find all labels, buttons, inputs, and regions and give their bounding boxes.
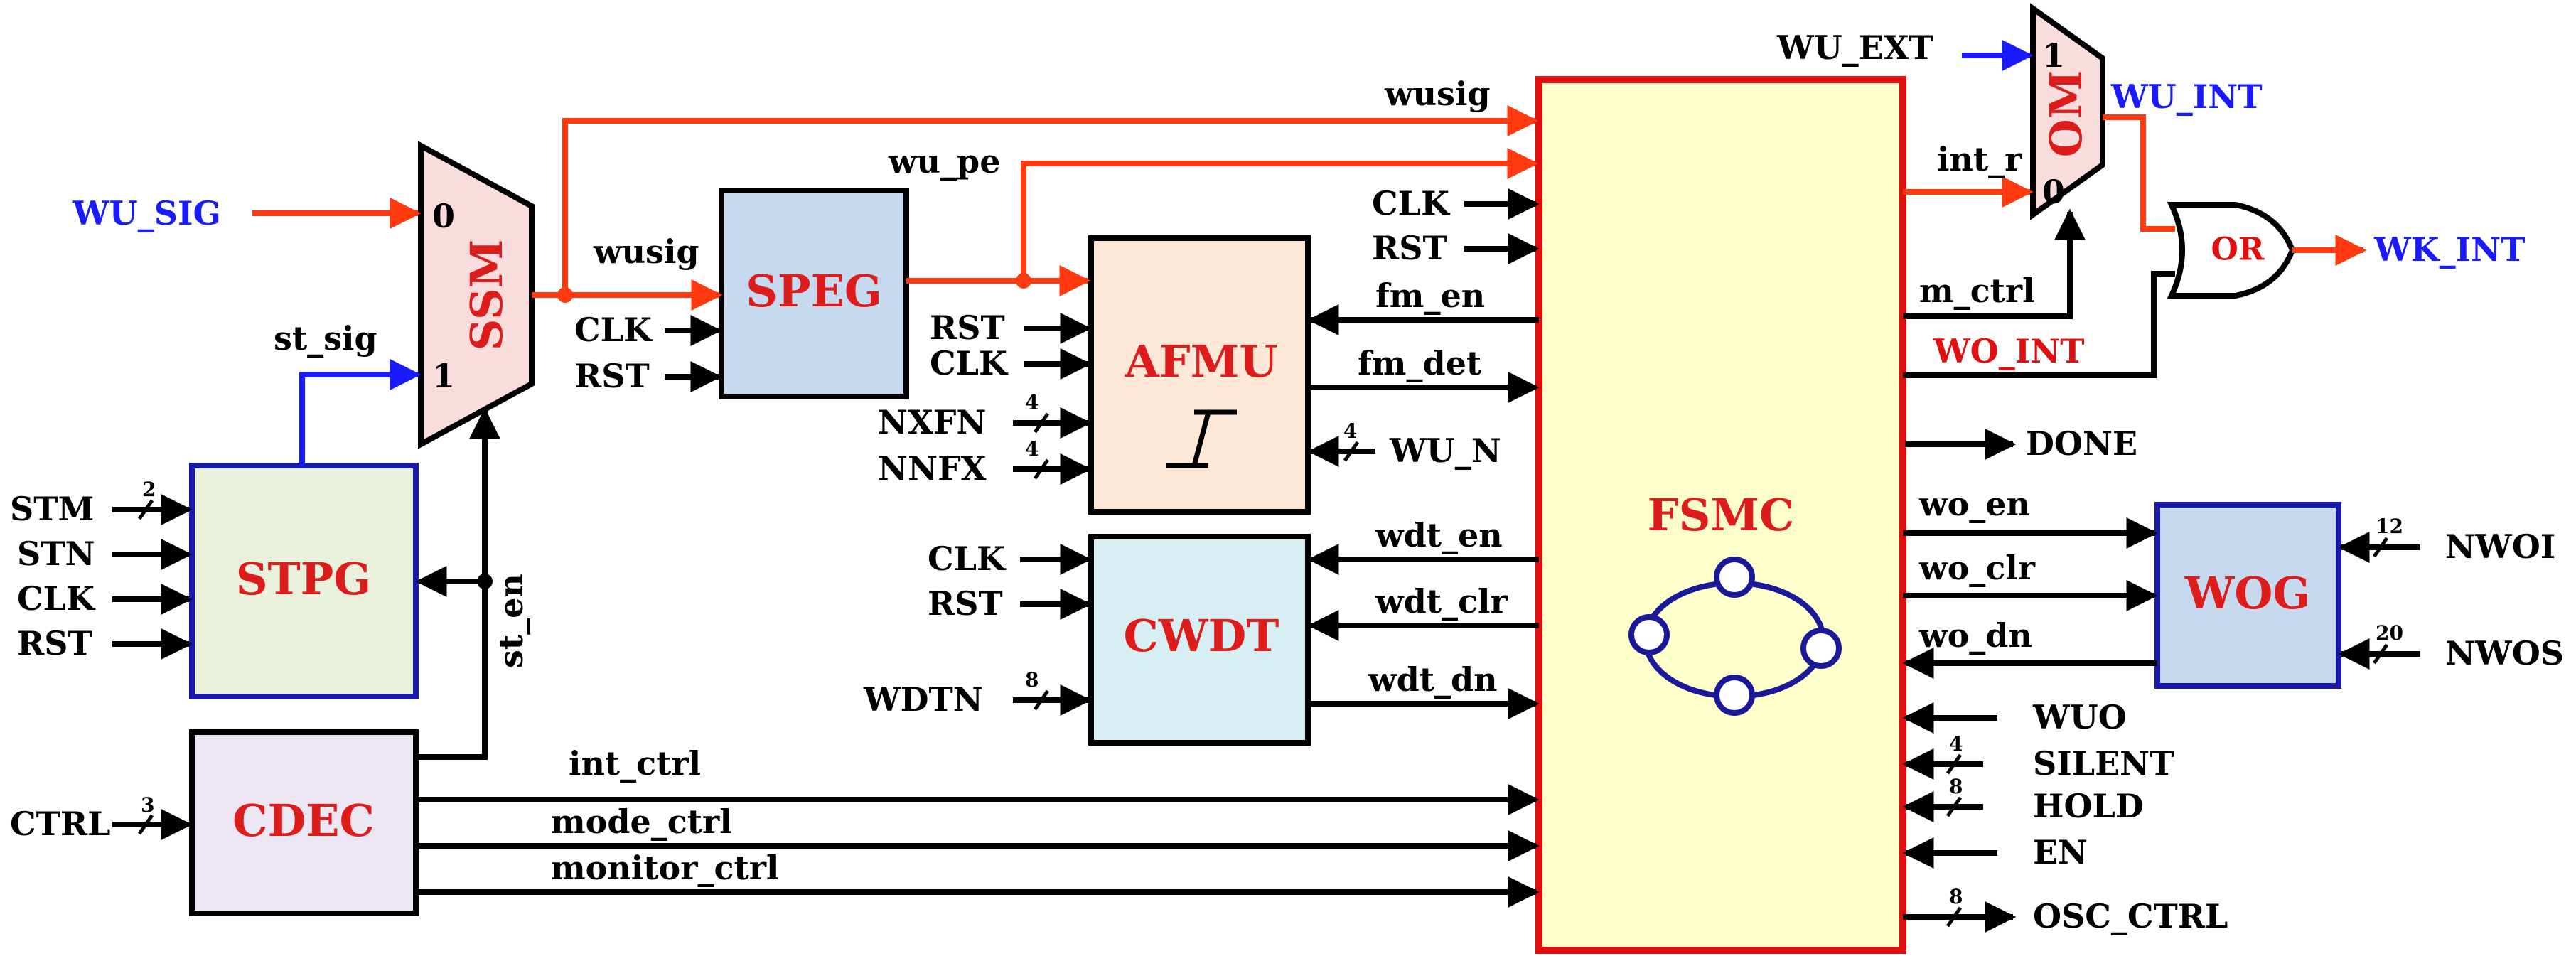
stpg-label: STPG (236, 553, 371, 605)
speg-label: SPEG (746, 265, 882, 317)
bus-slashes (137, 412, 2389, 928)
int-r-label: int_r (1937, 140, 2022, 178)
bus-width-stm: 2 (142, 478, 156, 501)
ssm-mux-block: SSM (418, 141, 535, 449)
bus-width-wdtn: 8 (1025, 668, 1039, 692)
state-machine-icon (1628, 557, 1842, 716)
bus-width-osc-ctrl: 8 (1949, 885, 1963, 908)
afmu-clk-label: CLK (930, 344, 1009, 382)
cwdt-rst-label: RST (928, 584, 1003, 623)
wusig-top-label: wusig (1384, 75, 1491, 113)
m-ctrl-wire (1903, 208, 2086, 319)
afmu-label: AFMU (1125, 335, 1278, 387)
wu-n-label: WU_N (1389, 431, 1501, 470)
cwdt-block (1088, 534, 1311, 746)
ctrl-label: CTRL (10, 805, 110, 843)
bus-width-nwoi: 12 (2376, 515, 2403, 538)
or-gate: OR (2167, 202, 2296, 299)
ssm-label: SSM (461, 240, 512, 351)
fm-det-label: fm_det (1358, 344, 1482, 382)
junction-dot (1016, 273, 1031, 289)
bus-width-nnfx: 4 (1025, 437, 1039, 461)
bus-width-nwos: 20 (2376, 621, 2403, 645)
bus-width-wu-n: 4 (1343, 419, 1357, 443)
junction-dot (477, 574, 493, 589)
wog-label: WOG (2184, 567, 2311, 619)
wo-clr-label: wo_clr (1918, 549, 2036, 587)
st-sig-label: st_sig (274, 319, 377, 358)
afmu-rst-label: RST (930, 308, 1005, 347)
stm-label: STM (10, 490, 94, 528)
hysteresis-icon (1166, 409, 1237, 468)
done-label: DONE (2026, 424, 2137, 463)
m-ctrl-label: m_ctrl (1919, 272, 2035, 310)
om-in0-label: 0 (2042, 173, 2065, 211)
bus-width-hold: 8 (1949, 775, 1963, 798)
wdt-en-label: wdt_en (1375, 516, 1503, 554)
wusig-to-fsmc-wire (562, 105, 1539, 295)
wo-dn-label: wo_dn (1918, 616, 2032, 655)
wo-int-label: WO_INT (1933, 332, 2085, 370)
speg-block (719, 188, 909, 399)
wdtn-label: WDTN (863, 680, 983, 719)
en-label: EN (2033, 833, 2088, 871)
silent-label: SILENT (2033, 744, 2174, 783)
wuo-label: WUO (2032, 698, 2127, 736)
wk-int-label: WK_INT (2373, 230, 2525, 269)
wu-ext-label: WU_EXT (1776, 28, 1933, 67)
stpg-clk-label: CLK (17, 579, 96, 618)
wo-en-label: wo_en (1918, 485, 2030, 523)
bus-width-silent: 4 (1949, 732, 1963, 756)
mode-ctrl-label: mode_ctrl (551, 802, 732, 841)
cdec-label: CDEC (232, 795, 375, 847)
st-en-label: st_en (492, 574, 530, 668)
speg-clk-label: CLK (574, 311, 653, 349)
cwdt-clk-label: CLK (928, 539, 1007, 578)
stpg-rst-label: RST (17, 624, 92, 662)
nwoi-label: NWOI (2445, 527, 2555, 566)
wu-pe-label: wu_pe (888, 142, 1000, 181)
om-in1-label: 1 (2042, 36, 2065, 75)
ssm-in0-label: 0 (432, 197, 455, 235)
nwos-label: NWOS (2445, 634, 2564, 672)
osc-ctrl-label: OSC_CTRL (2033, 897, 2228, 935)
om-label: OM (2040, 70, 2092, 158)
monitor-ctrl-label: monitor_ctrl (551, 849, 778, 887)
fsmc-rst-label: RST (1372, 229, 1447, 267)
stn-label: STN (17, 535, 95, 573)
or-label: OR (2211, 232, 2265, 268)
bus-width-nxfn: 4 (1025, 391, 1039, 414)
fsmc-label: FSMC (1648, 489, 1795, 541)
wo-int-wire (1903, 271, 2175, 378)
om-mux-block: OM (2030, 3, 2105, 220)
bus-width-ctrl: 3 (141, 793, 154, 817)
cwdt-label: CWDT (1124, 610, 1279, 662)
wdt-dn-label: wdt_dn (1368, 660, 1498, 699)
wusig-label: wusig (593, 232, 699, 271)
nnfx-label: NNFX (878, 449, 987, 488)
fsmc-clk-label: CLK (1372, 184, 1451, 222)
wu-sig-label: WU_SIG (72, 194, 221, 232)
hold-label: HOLD (2033, 787, 2144, 825)
ssm-in1-label: 1 (432, 357, 455, 395)
fsmc-block (1535, 76, 1906, 954)
nxfn-label: NXFN (878, 403, 986, 441)
fm-en-label: fm_en (1375, 277, 1485, 315)
speg-rst-label: RST (574, 357, 650, 395)
wog-block (2154, 502, 2341, 689)
wu-pe-wire (1021, 148, 1539, 281)
wu-int-wire (2103, 114, 2175, 232)
int-ctrl-label: int_ctrl (569, 744, 701, 783)
st-sig-wire (299, 359, 422, 466)
wu-int-label: WU_INT (2110, 77, 2263, 116)
st-en-wire (416, 416, 488, 760)
wdt-clr-label: wdt_clr (1375, 582, 1508, 621)
junction-dot (557, 287, 573, 303)
